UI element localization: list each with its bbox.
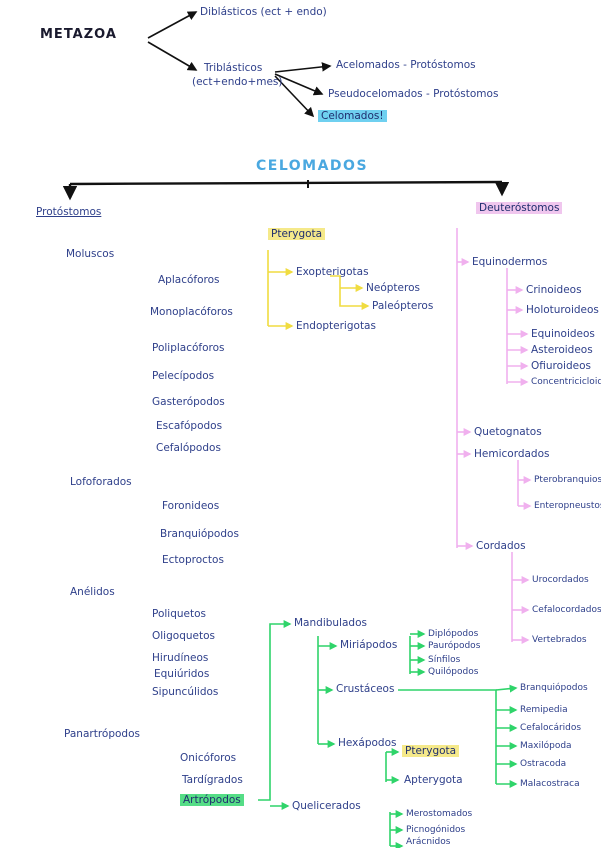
- paleoptera-label: Paleópteros: [372, 300, 434, 312]
- list-item: Diplópodos: [428, 629, 479, 639]
- hemicordados-label: Hemicordados: [474, 448, 550, 460]
- list-item: Malacostraca: [520, 779, 580, 789]
- quetognatos-label: Quetognatos: [474, 426, 542, 438]
- pterygota-green-highlight: Pterygota: [402, 745, 460, 758]
- list-item: Poliplacóforos: [152, 342, 225, 354]
- diblasticos-label: Diblásticos (ect + endo): [200, 6, 327, 18]
- celomados-title: CELOMADOS: [256, 158, 369, 174]
- moluscos-label: Moluscos: [66, 248, 115, 260]
- arrow-pseudocelomados: [274, 73, 324, 96]
- acelomados-label: Acelomados - Protóstomos: [336, 59, 476, 71]
- list-item: Quilópodos: [428, 667, 479, 677]
- list-item: Oligoquetos: [152, 630, 215, 642]
- list-item: Pterobranquios: [534, 475, 601, 485]
- list-item: Onicóforos: [180, 752, 237, 764]
- list-item: Arácnidos: [406, 837, 451, 847]
- cordados-label: Cordados: [476, 540, 526, 552]
- exopterygota-label: Exopterigotas: [296, 266, 369, 278]
- panartropodos-label: Panartrópodos: [64, 728, 140, 740]
- list-item: Remipedia: [520, 705, 568, 715]
- artropodos-highlight: Artrópodos: [180, 794, 244, 807]
- list-item: Aplacóforos: [158, 274, 220, 286]
- list-item: Branquiópodos: [160, 528, 239, 540]
- list-item: Paurópodos: [428, 641, 481, 651]
- hexapodos-label: Hexápodos: [338, 737, 397, 749]
- pterygota-highlight: Pterygota: [268, 228, 326, 241]
- list-item: Urocordados: [532, 575, 589, 585]
- list-item: Tardígrados: [182, 774, 243, 786]
- arrow-triblasticos: [147, 41, 198, 71]
- list-item: Asteroideos: [531, 344, 593, 356]
- triblasticos-sub: (ect+endo+mes): [192, 76, 283, 88]
- protostomos-header: Protóstomos: [36, 206, 102, 218]
- anelidos-label: Anélidos: [70, 586, 115, 598]
- list-item: Ofiuroideos: [531, 360, 591, 372]
- list-item: Crinoideos: [526, 284, 582, 296]
- list-item: Cefalocáridos: [520, 723, 582, 733]
- list-item: Pelecípodos: [152, 370, 215, 382]
- list-item: Equinoideos: [531, 328, 595, 340]
- list-item: Monoplacóforos: [150, 306, 233, 318]
- crustaceos-label: Crustáceos: [336, 683, 395, 695]
- list-item: Enteropneustos: [534, 501, 601, 511]
- list-item: Maxilópoda: [520, 741, 572, 751]
- list-item: Sínfilos: [428, 655, 461, 665]
- list-item: Ostracoda: [520, 759, 567, 769]
- apterygota-label: Apterygota: [404, 774, 463, 786]
- mandibulados-label: Mandibulados: [294, 617, 367, 629]
- metazoa-title: METAZOA: [40, 27, 117, 42]
- list-item: Equiúridos: [154, 668, 210, 680]
- pseudocelomados-label: Pseudocelomados - Protóstomos: [328, 88, 499, 100]
- list-item: Poliquetos: [152, 608, 207, 620]
- endopterygota-label: Endopterigotas: [296, 320, 376, 332]
- neoptera-label: Neópteros: [366, 282, 420, 294]
- list-item: Branquiópodos: [520, 683, 588, 693]
- arrow-celomados: [274, 75, 315, 118]
- deuterostomos-header: Deuteróstomos: [476, 202, 563, 215]
- list-item: Holoturoideos: [526, 304, 599, 316]
- list-item: Foronideos: [162, 500, 220, 512]
- list-item: Ectoproctos: [162, 554, 224, 566]
- equinodermos-label: Equinodermos: [472, 256, 548, 268]
- celomados-bracket: [69, 180, 503, 186]
- arrow-acelomados: [274, 62, 332, 73]
- list-item: Picnogónidos: [406, 825, 466, 835]
- list-item: Vertebrados: [532, 635, 587, 645]
- lofoforados-label: Lofoforados: [70, 476, 132, 488]
- triblasticos-label: Triblásticos: [204, 62, 263, 74]
- quelicerados-label: Quelicerados: [292, 800, 361, 812]
- arrow-diblasticos: [147, 11, 198, 39]
- list-item: Gasterópodos: [152, 396, 225, 408]
- list-item: Cefalocordados: [532, 605, 601, 615]
- list-item: Cefalópodos: [156, 442, 221, 454]
- list-item: Sipuncúlidos: [152, 686, 219, 698]
- list-item: Merostomados: [406, 809, 473, 819]
- list-item: Hirudíneos: [152, 652, 209, 664]
- miriapodos-label: Miriápodos: [340, 639, 398, 651]
- list-item: Concentricicloideos: [531, 377, 601, 387]
- list-item: Escafópodos: [156, 420, 223, 432]
- celomados-highlight: Celomados!: [318, 110, 387, 123]
